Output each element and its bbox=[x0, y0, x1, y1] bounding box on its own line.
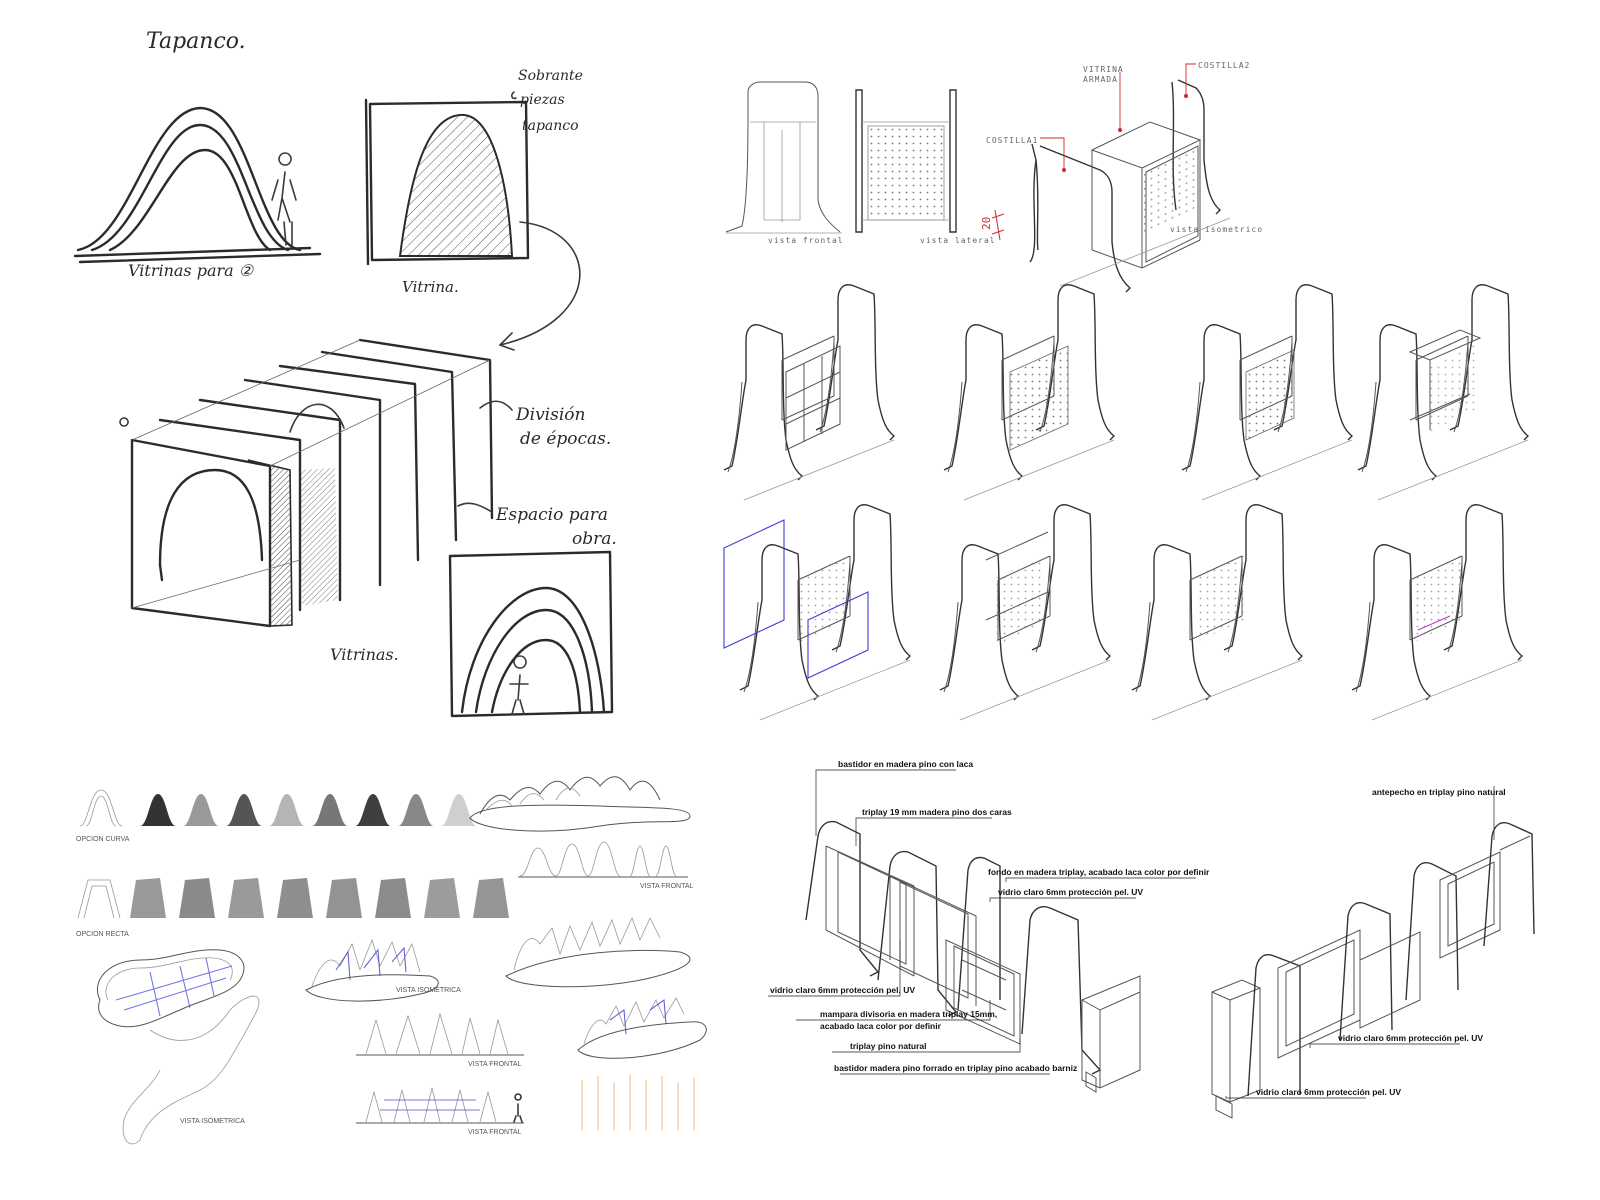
ann-triplay-pino: triplay pino natural bbox=[850, 1041, 927, 1051]
note-espacio-1: Espacio para bbox=[495, 505, 608, 525]
curve-option-8 bbox=[441, 794, 477, 826]
wave-iso-1 bbox=[469, 776, 691, 832]
iso-assembly-left bbox=[805, 820, 1141, 1093]
label-opcion-recta: OPCION RECTA bbox=[76, 931, 129, 938]
note-vitrinas-para: Vitrinas para ② bbox=[128, 261, 255, 280]
orange-ticks bbox=[581, 1074, 695, 1130]
note-division-2: de épocas. bbox=[520, 429, 611, 449]
ann-bastidor: bastidor en madera pino con laca bbox=[838, 759, 973, 769]
curve-option-6 bbox=[355, 794, 391, 826]
label-vista-isometrica-1: VISTA ISOMETRICA bbox=[180, 1118, 245, 1125]
ann-vidrio3: vidrio claro 6mm protección pel. UV bbox=[1338, 1033, 1483, 1043]
note-vitrinas: Vitrinas. bbox=[330, 645, 399, 664]
plan-iso bbox=[97, 949, 260, 1145]
note-division-1: División bbox=[515, 405, 585, 425]
side-view bbox=[855, 89, 957, 233]
ann-bastidor-madera: bastidor madera pino forrado en triplay … bbox=[834, 1063, 1077, 1073]
perforated-panel bbox=[1009, 345, 1069, 451]
label-costilla2: COSTILLA2 bbox=[1198, 61, 1250, 70]
note-sobrante-2: piezas bbox=[520, 92, 565, 108]
label-vista-isometrico: vista isometrico bbox=[1170, 225, 1263, 234]
grid-door bbox=[785, 345, 841, 451]
curve-option-1 bbox=[140, 794, 176, 826]
curve-option-3 bbox=[226, 794, 262, 826]
wave-iso-3 bbox=[505, 916, 691, 988]
straight-option-2 bbox=[179, 878, 215, 918]
front-view bbox=[725, 81, 842, 234]
note-sobrante-3: tapanco bbox=[522, 118, 579, 134]
label-opcion-curva: OPCION CURVA bbox=[76, 836, 130, 843]
glass-panels-blue bbox=[723, 519, 869, 679]
curve-option-4 bbox=[269, 794, 305, 826]
iso-row-1 bbox=[723, 284, 1529, 501]
label-vista-frontal-2: VISTA FRONTAL bbox=[468, 1061, 522, 1068]
leader-espacio bbox=[457, 502, 493, 513]
label-vista-frontal-1: VISTA FRONTAL bbox=[640, 883, 694, 890]
red-dots bbox=[1062, 94, 1188, 172]
label-armada: ARMADA bbox=[1083, 75, 1118, 84]
straight-option-4 bbox=[277, 878, 313, 918]
annotated-panel: bastidor en madera pino con laca triplay… bbox=[768, 759, 1535, 1119]
straight-option-7 bbox=[424, 878, 460, 918]
ann-vidrio4: vidrio claro 6mm protección pel. UV bbox=[1256, 1087, 1401, 1097]
label-vista-isometrica-2: VISTA ISOMETRICA bbox=[396, 987, 461, 994]
wave-front-1 bbox=[518, 841, 688, 878]
options-panel: OPCION CURVA OPCION RECTA VISTA FRONTAL … bbox=[76, 776, 707, 1145]
label-vista-frontal-3: VISTA FRONTAL bbox=[468, 1129, 522, 1136]
ann-mampara-1: mampara divisoria en madera triplay 15mm… bbox=[820, 1009, 997, 1019]
note-vitrina: Vitrina. bbox=[402, 278, 459, 296]
space-sketch bbox=[448, 550, 614, 718]
iso-assembly-right bbox=[1211, 822, 1535, 1119]
technical-panel: vista frontal vista lateral 20 VITRINA A… bbox=[723, 61, 1529, 721]
vitrina-sketch bbox=[364, 98, 530, 266]
ann-vidrio2: vidrio claro 6mm protección pel. UV bbox=[770, 985, 915, 995]
dimension-label: 20 bbox=[980, 217, 993, 230]
sketch-title: Tapanco. bbox=[146, 29, 246, 54]
wave-iso-4 bbox=[577, 997, 707, 1059]
iso-row-2 bbox=[723, 504, 1523, 721]
curve-option-2 bbox=[183, 794, 219, 826]
arrow-curve bbox=[499, 221, 581, 346]
label-costilla1: COSTILLA1 bbox=[986, 136, 1038, 145]
ann-fondo: fondo en madera triplay, acabado laca co… bbox=[988, 867, 1210, 877]
note-espacio-2: obra. bbox=[572, 529, 617, 549]
perforated-back bbox=[1245, 349, 1295, 441]
leaders-left bbox=[768, 769, 1196, 1075]
iso-hero bbox=[1029, 79, 1231, 293]
ann-vidrio1: vidrio claro 6mm protección pel. UV bbox=[998, 887, 1143, 897]
ann-mampara-2: acabado laca color por definir bbox=[820, 1021, 942, 1031]
ann-triplay19: triplay 19 mm madera pino dos caras bbox=[862, 807, 1012, 817]
straight-option-8 bbox=[473, 878, 509, 918]
label-vista-frontal: vista frontal bbox=[768, 236, 844, 245]
wave-front-3 bbox=[356, 1087, 524, 1124]
curve-option-7 bbox=[398, 794, 434, 826]
straight-option-6 bbox=[375, 878, 411, 918]
straight-option-1 bbox=[130, 878, 166, 918]
label-vitrina: VITRINA bbox=[1083, 65, 1124, 74]
straight-options bbox=[130, 878, 509, 918]
dimension-line bbox=[991, 209, 1005, 241]
panels-sketch bbox=[119, 338, 494, 628]
label-vista-lateral: vista lateral bbox=[920, 236, 996, 245]
arrow-head bbox=[499, 332, 515, 351]
sketch-panel: Tapanco. Vitrinas para ② Sobrante piezas… bbox=[73, 29, 617, 718]
leader-division bbox=[479, 400, 513, 411]
straight-option-3 bbox=[228, 878, 264, 918]
curve-option-5 bbox=[312, 794, 348, 826]
note-sobrante-1: Sobrante bbox=[518, 68, 583, 84]
red-leaders bbox=[1040, 63, 1196, 170]
straight-option-5 bbox=[326, 878, 362, 918]
ann-antepecho: antepecho en triplay pino natural bbox=[1372, 787, 1506, 797]
wave-iso-2 bbox=[305, 938, 439, 1002]
wave-front-2 bbox=[356, 1012, 524, 1056]
arch-sketch bbox=[73, 106, 322, 264]
curve-options bbox=[140, 794, 477, 826]
perforated-box bbox=[1430, 344, 1476, 432]
leader-curl bbox=[511, 91, 517, 100]
leaders-right bbox=[1225, 786, 1495, 1099]
